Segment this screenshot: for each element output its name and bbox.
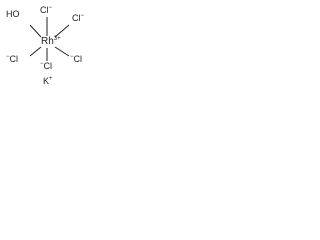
ligand-chloride-top-right-label: Cl: [72, 13, 81, 23]
central-rhodium-charge: 3+: [53, 36, 61, 42]
ligand-chloride-top-label: Cl: [40, 5, 49, 15]
ligand-chloride-top-right-charge: −: [80, 13, 85, 19]
bond-lines: [29, 17, 70, 61]
ligand-chloride-top: Cl−: [40, 5, 52, 17]
ligand-chloride-bottom: −Cl: [40, 61, 52, 73]
counter-ion-potassium-charge: +: [49, 76, 53, 82]
ligand-chloride-bottom-left-charge: −: [6, 54, 10, 60]
ligand-chloride-bottom-left: −Cl: [6, 54, 18, 66]
counter-ion-potassium: K+: [43, 76, 53, 88]
ligand-chloride-bottom-right: −Cl: [70, 54, 82, 66]
ligand-chloride-bottom-right-charge: −: [70, 54, 74, 60]
central-rhodium-label: Rh: [41, 36, 54, 47]
counter-ion-potassium-label: K: [43, 76, 50, 86]
ligand-chloride-bottom-left-label: Cl: [9, 54, 19, 64]
bond-rh-bottom-left: [29, 46, 42, 57]
central-rhodium: Rh3+: [41, 36, 61, 49]
bond-rh-bottom-right: [54, 46, 70, 57]
ligand-chloride-top-right: Cl−: [72, 13, 84, 25]
ligand-chloride-bottom-right-label: Cl: [73, 54, 83, 64]
ligand-chloride-bottom-charge: −: [40, 61, 44, 67]
ligand-chloride-top-charge: −: [48, 5, 53, 11]
bond-rh-top-left: [29, 24, 42, 38]
structure-figure: HO Cl− Cl− Rh3+ −Cl −Cl −Cl K+: [0, 0, 104, 90]
bond-rh-top-right: [54, 24, 70, 38]
ligand-hydroxide-label: HO: [6, 9, 20, 19]
ligand-chloride-bottom-label: Cl: [43, 61, 53, 71]
ligand-hydroxide: HO: [6, 9, 20, 19]
